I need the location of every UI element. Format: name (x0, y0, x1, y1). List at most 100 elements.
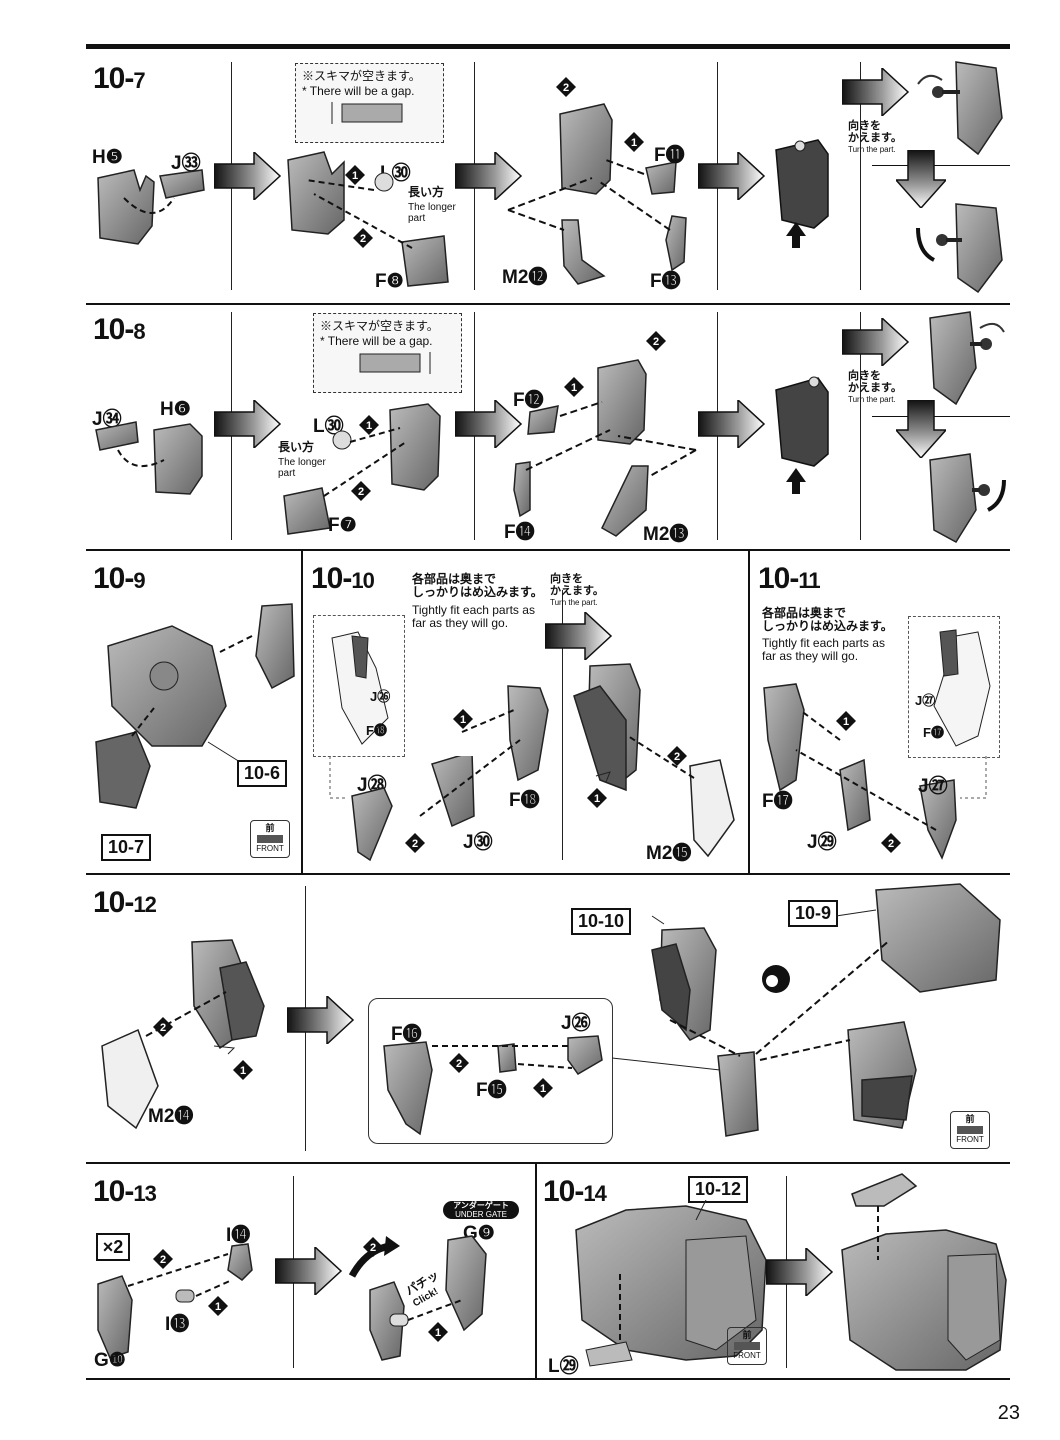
svg-text:1: 1 (240, 1065, 246, 1077)
part-illustration (575, 1200, 767, 1367)
part-illustration (929, 453, 1006, 543)
step-number-icon: 1 (453, 709, 473, 729)
svg-text:2: 2 (563, 82, 569, 94)
row-divider (86, 1378, 1010, 1380)
gap-note-jp: ※スキマが空きます。 (302, 69, 421, 83)
gap-detail-illustration (331, 102, 403, 124)
row-divider (86, 1162, 1010, 1164)
part-label: J㉗ (918, 776, 948, 797)
part-illustration (775, 376, 829, 494)
arrow-down-icon (896, 150, 946, 208)
longer-part-jp: 長い方 (408, 185, 445, 199)
step-title: 10-7 (93, 62, 146, 95)
part-label: M2⓮ (148, 1106, 194, 1127)
part-illustration (841, 1173, 1007, 1371)
reference-box: 10-9 (788, 900, 839, 927)
part-label: F⓰ (391, 1024, 422, 1045)
svg-text:2: 2 (456, 1058, 462, 1070)
part-illustration (916, 203, 1003, 294)
part-label: H❻ (160, 399, 191, 420)
detail-bubble (368, 998, 613, 1144)
arrow-right-icon (698, 400, 766, 448)
step-title: 10-11 (758, 562, 821, 595)
part-label: J㉚ (463, 832, 493, 853)
part-label: F⓱ (762, 791, 793, 812)
reference-box: 10-10 (571, 908, 632, 935)
arrow-right-icon (545, 612, 613, 660)
step-title: 10-13 (93, 1175, 157, 1208)
top-rule (86, 44, 1010, 49)
fit-note-jp: 各部品は奥までしっかりはめ込みます。 (412, 572, 543, 599)
step-title: 10-8 (93, 313, 146, 346)
svg-text:2: 2 (360, 233, 366, 245)
part-illustration (513, 359, 697, 537)
arrow-right-icon (455, 152, 523, 200)
arrow-right-icon (698, 152, 766, 200)
svg-text:1: 1 (435, 1327, 441, 1339)
svg-text:1: 1 (631, 137, 637, 149)
step-number-icon: 2 (405, 833, 425, 853)
part-label: J㉖ (370, 689, 391, 704)
rotate-icon (762, 965, 790, 993)
step-number-icon: 2 (363, 1237, 383, 1257)
step-number-icon: 1 (208, 1296, 228, 1316)
gap-detail-illustration (359, 352, 431, 374)
arrow-right-icon (287, 996, 355, 1044)
part-label: J㉞ (92, 409, 122, 430)
gap-note-en: * There will be a gap. (320, 334, 433, 348)
part-label: I⓭ (165, 1314, 190, 1335)
turn-part-en: Turn the part. (550, 598, 598, 607)
part-illustration (611, 883, 1001, 1137)
part-label: M2⓭ (643, 524, 689, 545)
svg-text:2: 2 (653, 336, 659, 348)
sub-divider (872, 416, 1010, 417)
arrow-right-icon (842, 68, 910, 116)
quantity-badge: ×2 (96, 1233, 130, 1261)
step-title: 10-14 (543, 1175, 607, 1208)
turn-part-en: Turn the part. (848, 395, 896, 404)
part-label: I⓮ (226, 1225, 251, 1246)
row-divider (86, 303, 1010, 305)
col-divider (860, 312, 861, 540)
svg-text:2: 2 (358, 486, 364, 498)
svg-text:2: 2 (888, 838, 894, 850)
part-label: F❼ (328, 515, 357, 536)
part-label: F⓫ (654, 145, 685, 166)
step-title: 10-9 (93, 562, 146, 595)
col-divider (562, 590, 563, 860)
longer-part-jp: 長い方 (278, 440, 315, 454)
part-illustration (929, 311, 1005, 406)
part-illustration (383, 1035, 603, 1136)
sub-divider (872, 165, 1010, 166)
col-divider (860, 62, 861, 290)
step-number-icon: 1 (836, 711, 856, 731)
part-label: M2⓯ (646, 843, 692, 864)
svg-text:2: 2 (160, 1022, 166, 1034)
col-divider (535, 1164, 537, 1378)
part-illustration (573, 663, 735, 858)
reference-box: 10-7 (101, 834, 152, 861)
part-illustration (763, 683, 987, 860)
step-number-icon: 2 (449, 1053, 469, 1073)
step-number-icon: 1 (345, 165, 365, 185)
turn-part-note: 向きをかえます。 (848, 120, 902, 144)
part-illustration (95, 421, 203, 495)
svg-text:1: 1 (594, 793, 600, 805)
part-label: F⓱ (923, 725, 944, 740)
part-label: H❺ (92, 147, 123, 168)
part-label: J㉝ (171, 153, 201, 174)
step-number-icon: 1 (533, 1078, 553, 1098)
detail-box (313, 615, 405, 757)
step-number-icon: 2 (353, 228, 373, 248)
part-illustration (287, 151, 449, 287)
part-label: F⓮ (504, 522, 535, 543)
part-illustration (507, 103, 687, 285)
part-label: L㉙ (548, 1356, 579, 1377)
svg-text:1: 1 (215, 1301, 221, 1313)
